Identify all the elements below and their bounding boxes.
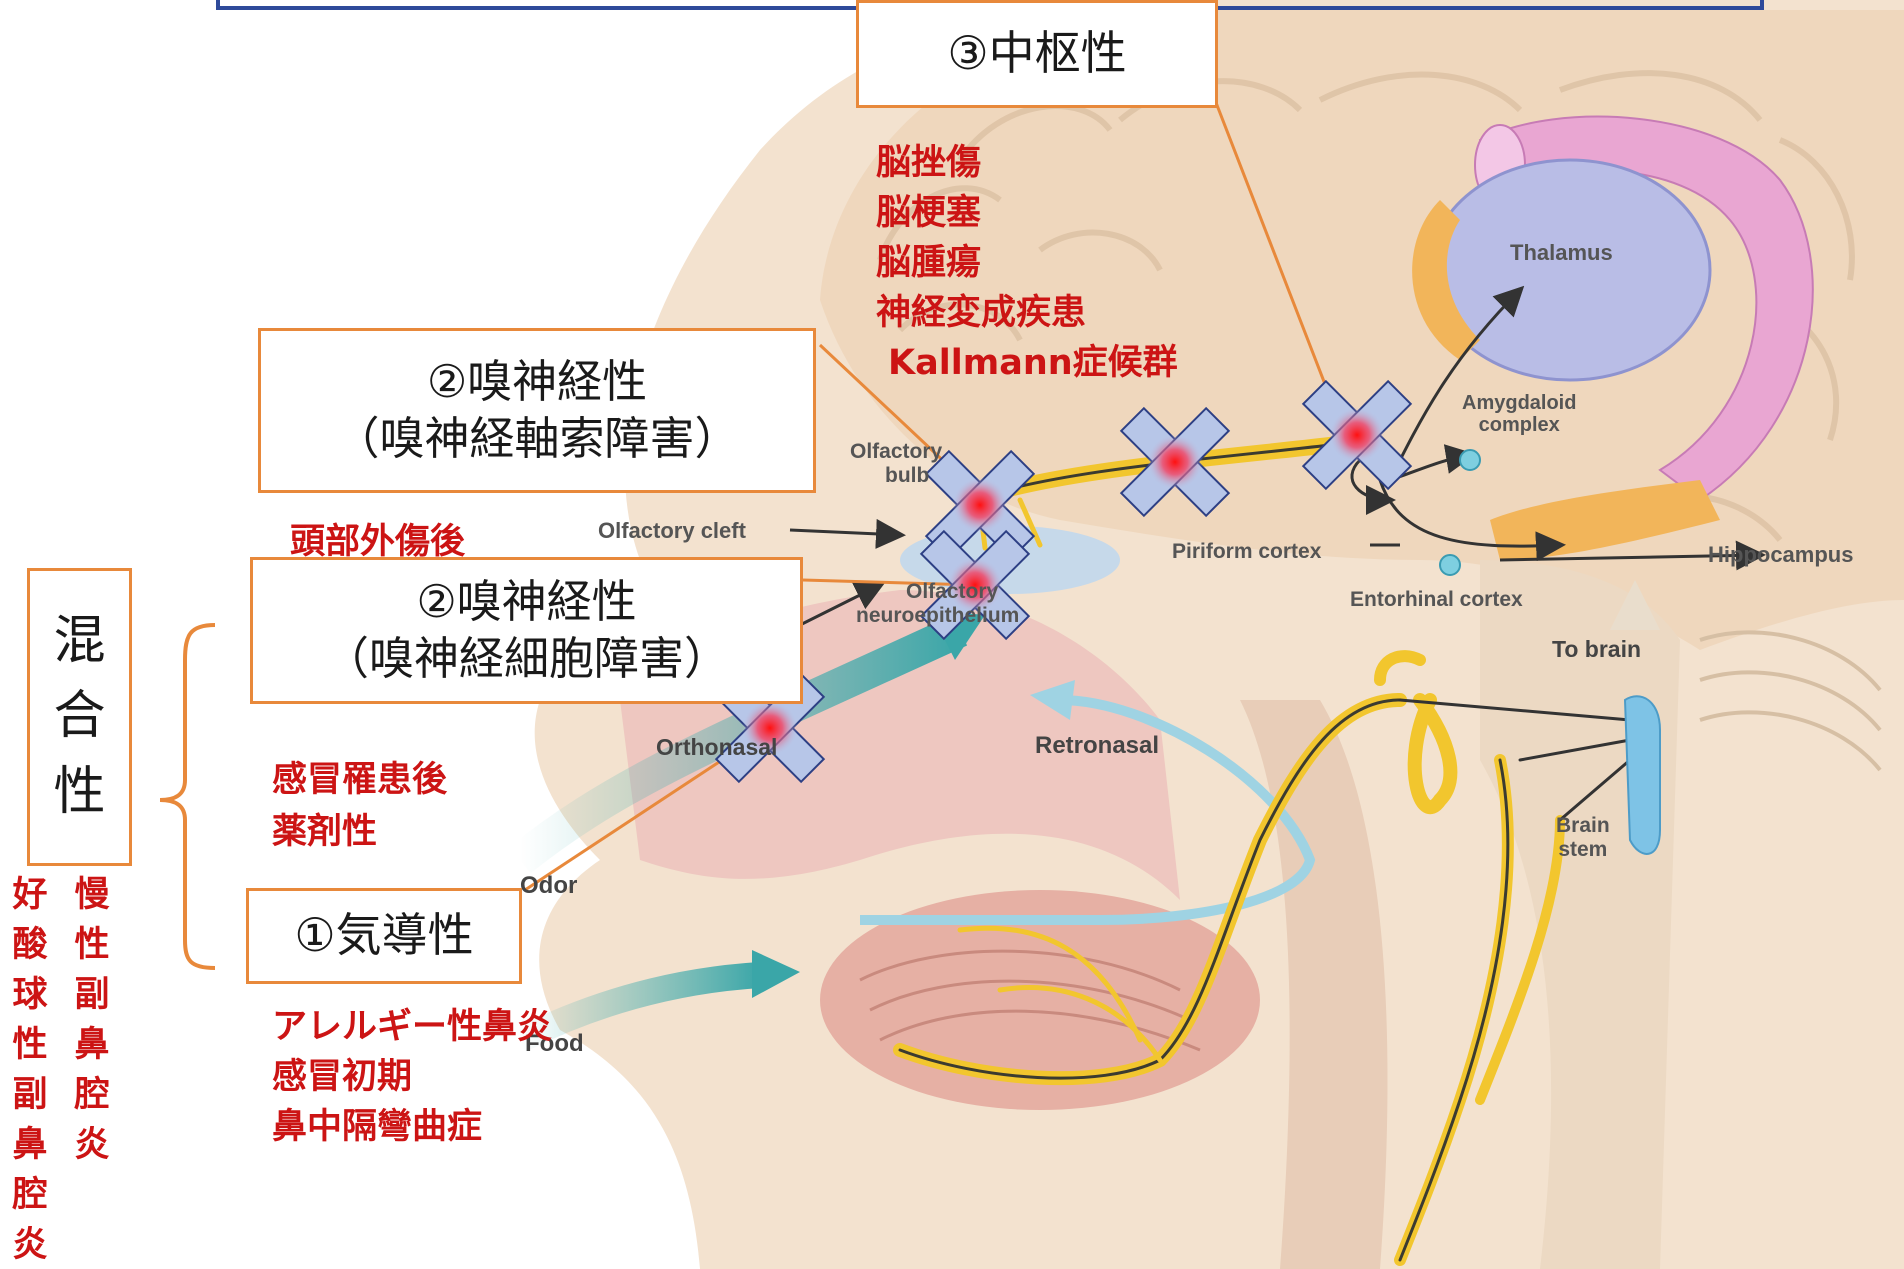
- olfactory-bulb-label: Olfactory bulb: [850, 440, 942, 488]
- disease-item: 感冒初期: [272, 1052, 552, 1102]
- conductive-disease-list: アレルギー性鼻炎 感冒初期 鼻中隔彎曲症: [272, 1002, 552, 1152]
- entorhinal-cortex-label: Entorhinal cortex: [1350, 588, 1523, 612]
- retronasal-label: Retronasal: [1035, 732, 1159, 760]
- disease-item: アレルギー性鼻炎: [272, 1002, 552, 1052]
- disease-item: 脳挫傷: [876, 138, 1178, 188]
- orthonasal-label: Orthonasal: [656, 734, 777, 761]
- thalamus-label: Thalamus: [1510, 240, 1613, 266]
- head-trauma-text: 頭部外傷後: [290, 513, 465, 564]
- mixed-type-box: 混合性: [27, 568, 132, 866]
- epithelium-label: Olfactory neuroepithelium: [856, 580, 1019, 628]
- amygdala-label: Amygdaloid complex: [1462, 392, 1576, 436]
- nerve-cell-type-box: ②嗅神経性 （嗅神経細胞障害）: [250, 557, 803, 704]
- central-type-label: ③中枢性: [947, 25, 1126, 83]
- disease-item: 神経変成疾患: [876, 288, 1178, 338]
- olfactory-cleft-label: Olfactory cleft: [598, 518, 746, 544]
- disease-item: 鼻中隔彎曲症: [272, 1102, 552, 1152]
- conductive-type-box: ①気導性: [246, 888, 522, 984]
- nerve-cell-subtitle: （嗅神経細胞障害）: [324, 631, 729, 687]
- chronic-sinusitis-vertical: 慢性副鼻腔炎: [72, 870, 112, 1170]
- nerve-axon-subtitle: （嗅神経軸索障害）: [334, 411, 739, 467]
- hippocampus-label: Hippocampus: [1708, 542, 1853, 568]
- disease-item: 感冒罹患後: [272, 754, 447, 806]
- brain-stem-label: Brain stem: [1556, 814, 1610, 862]
- brainstem-nucleus: [1625, 696, 1660, 854]
- eosinophilic-sinusitis-vertical: 好酸球性副鼻腔炎: [10, 870, 50, 1269]
- central-disease-list: 脳挫傷 脳梗塞 脳腫瘍 神経変成疾患 Kallmann症候群: [876, 138, 1178, 388]
- odor-label: Odor: [520, 872, 577, 900]
- disease-item: 脳梗塞: [876, 188, 1178, 238]
- disease-item: Kallmann症候群: [876, 338, 1178, 388]
- mixed-type-label: 混合性: [52, 604, 108, 830]
- nerve-axon-title: ②嗅神経性: [427, 354, 647, 410]
- conductive-type-label: ①気導性: [294, 907, 473, 965]
- disease-item: 薬剤性: [272, 806, 447, 858]
- piriform-cortex-label: Piriform cortex: [1172, 540, 1321, 564]
- to-brain-label: To brain: [1552, 636, 1641, 663]
- nerve-cell-title: ②嗅神経性: [416, 574, 636, 630]
- central-type-box: ③中枢性: [856, 0, 1218, 108]
- nerve-cell-disease-list: 感冒罹患後 薬剤性: [272, 754, 447, 858]
- disease-item: 脳腫瘍: [876, 238, 1178, 288]
- nerve-axon-type-box: ②嗅神経性 （嗅神経軸索障害）: [258, 328, 816, 493]
